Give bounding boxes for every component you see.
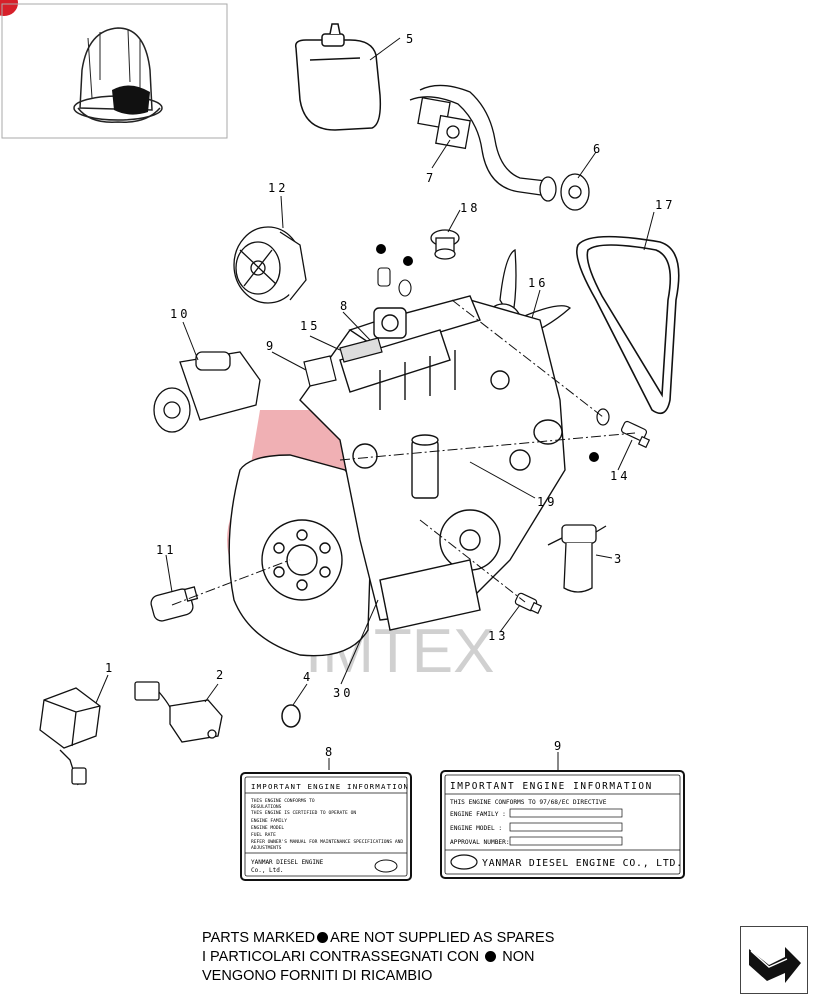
callout-3: 3 (614, 552, 624, 566)
small-plugs (377, 267, 412, 297)
part-7-gasket[interactable] (417, 97, 471, 150)
part-6-exhaust-pipe[interactable] (409, 84, 590, 211)
callout-15: 15 (300, 319, 320, 333)
callout-4: 4 (303, 670, 313, 684)
svg-text:THIS ENGINE CONFORMS TO 97/68/: THIS ENGINE CONFORMS TO 97/68/EC DIRECTI… (450, 799, 607, 806)
part-4-seal-ring[interactable] (281, 704, 301, 728)
engine-block[interactable] (228, 295, 566, 657)
part-3-fuel-filter[interactable] (547, 524, 607, 593)
svg-text:IMPORTANT ENGINE INFORMATION: IMPORTANT ENGINE INFORMATION (450, 781, 653, 792)
callout-14: 14 (610, 469, 630, 483)
callout-7: 7 (426, 171, 436, 185)
svg-text:ENGINE FAMILY :: ENGINE FAMILY : (450, 811, 506, 818)
part-15-label-plate[interactable] (339, 337, 383, 363)
callout-5: 5 (406, 32, 416, 46)
callout-16: 16 (528, 276, 548, 290)
svg-text:THIS ENGINE CONFORMS TO: THIS ENGINE CONFORMS TO (251, 798, 315, 804)
callout-6: 6 (593, 142, 603, 156)
part-14-sensor[interactable] (620, 420, 651, 449)
callout-11: 11 (156, 543, 176, 557)
svg-text:ENGINE MODEL: ENGINE MODEL (251, 825, 284, 831)
part-1-control-unit[interactable] (39, 687, 101, 786)
svg-text:REGULATIONS: REGULATIONS (251, 804, 282, 810)
callout-labels: 5 7 6 12 18 17 16 8 15 9 10 14 19 11 3 1… (105, 32, 675, 759)
svg-text:Co., Ltd.: Co., Ltd. (251, 867, 284, 874)
bullet-dot-icon (317, 932, 329, 943)
svg-text:ENGINE MODEL :: ENGINE MODEL : (450, 825, 502, 832)
svg-text:ENGINE FAMILY: ENGINE FAMILY (251, 818, 287, 824)
leader-lines (95, 37, 655, 772)
part-10-starter[interactable] (153, 351, 261, 433)
part-2-relay[interactable] (134, 681, 223, 743)
callout-13: 13 (488, 629, 508, 643)
svg-text:REFER OWNER'S MANUAL FOR MAINT: REFER OWNER'S MANUAL FOR MAINTENANCE SPE… (251, 839, 403, 845)
callout-30: 30 (333, 686, 353, 700)
bullet-dot-icon (485, 951, 497, 962)
small-washer (596, 408, 610, 426)
callout-18: 18 (460, 201, 480, 215)
not-supplied-markers (376, 244, 599, 462)
part-9-bracket[interactable] (303, 355, 337, 387)
svg-text:YANMAR DIESEL ENGINE: YANMAR DIESEL ENGINE (251, 859, 324, 866)
svg-text:IMPORTANT ENGINE INFORMATION: IMPORTANT ENGINE INFORMATION (251, 782, 409, 791)
part-13-sender[interactable] (514, 592, 543, 615)
svg-text:APPROVAL NUMBER:: APPROVAL NUMBER: (450, 839, 510, 846)
machine-thumbnail[interactable] (1, 3, 228, 139)
callout-12: 12 (268, 181, 288, 195)
callout-9: 9 (266, 339, 276, 353)
part-5-reservoir[interactable] (294, 23, 382, 131)
svg-text:YANMAR DIESEL ENGINE CO., LTD.: YANMAR DIESEL ENGINE CO., LTD. (482, 858, 683, 869)
callout-1: 1 (105, 661, 115, 675)
part-17-belt[interactable] (576, 235, 680, 415)
callout-plate-9: 9 (554, 739, 564, 753)
callout-10: 10 (170, 307, 190, 321)
part-12-alternator[interactable] (233, 226, 307, 304)
callout-19: 19 (537, 495, 557, 509)
footnote-italian-2: VENGONO FORNITI DI RICAMBIO (202, 968, 433, 984)
svg-text:ADJUSTMENTS: ADJUSTMENTS (251, 845, 282, 851)
svg-text:THIS ENGINE IS CERTIFIED TO OP: THIS ENGINE IS CERTIFIED TO OPERATE ON (251, 810, 356, 816)
center-lines (171, 299, 636, 606)
footnote-italian-1: I PARTICOLARI CONTRASSEGNATI CON NON (202, 949, 535, 965)
curved-arrow-icon (749, 947, 801, 983)
part-18-thermostat[interactable] (430, 229, 460, 260)
engine-info-plate-small: IMPORTANT ENGINE INFORMATION THIS ENGINE… (240, 772, 412, 881)
callout-8: 8 (340, 299, 350, 313)
next-page-button[interactable] (740, 926, 808, 994)
svg-text:FUEL RATE: FUEL RATE (251, 832, 276, 838)
engine-info-plate-large: IMPORTANT ENGINE INFORMATION THIS ENGINE… (440, 770, 685, 879)
callout-17: 17 (655, 198, 675, 212)
callout-plate-8: 8 (325, 745, 335, 759)
callout-2: 2 (216, 668, 226, 682)
